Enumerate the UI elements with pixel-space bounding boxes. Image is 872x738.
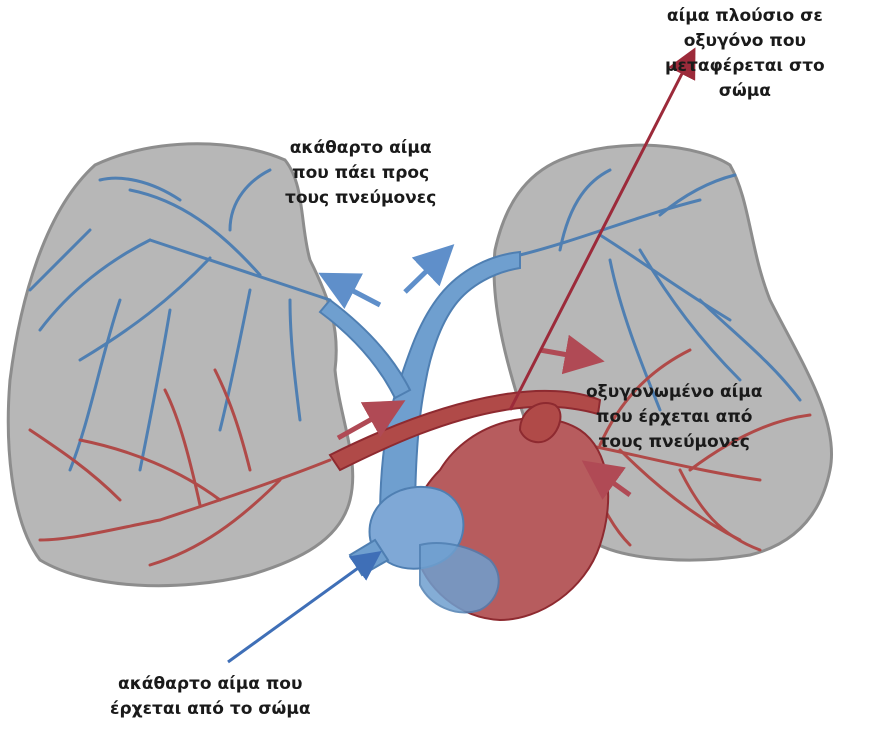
label-line: αίμα πλούσιο σε — [665, 4, 825, 29]
label-line: τους πνεύμονες — [285, 186, 436, 211]
label-line: έρχεται από το σώμα — [110, 697, 311, 722]
flow-arrow-up — [405, 258, 440, 292]
label-impure-from-body: ακάθαρτο αίμα που έρχεται από το σώμα — [110, 672, 311, 722]
label-line: οξυγονωμένο αίμα — [586, 380, 762, 405]
label-oxygenated-from-lungs: οξυγονωμένο αίμα που έρχεται από τους πν… — [586, 380, 762, 455]
label-line: ακάθαρτο αίμα — [285, 136, 436, 161]
label-line: μεταφέρεται στο — [665, 54, 825, 79]
label-line: οξυγόνο που — [665, 29, 825, 54]
flow-arrow-to-left-lung — [336, 282, 380, 305]
label-line: που έρχεται από — [586, 405, 762, 430]
label-line: σώμα — [665, 79, 825, 104]
label-impure-to-lungs: ακάθαρτο αίμα που πάει προς τους πνεύμον… — [285, 136, 436, 211]
label-line: ακάθαρτο αίμα που — [110, 672, 311, 697]
label-line: που πάει προς — [285, 161, 436, 186]
label-oxygen-rich-to-body: αίμα πλούσιο σε οξυγόνο που μεταφέρεται … — [665, 4, 825, 104]
label-line: τους πνεύμονες — [586, 430, 762, 455]
